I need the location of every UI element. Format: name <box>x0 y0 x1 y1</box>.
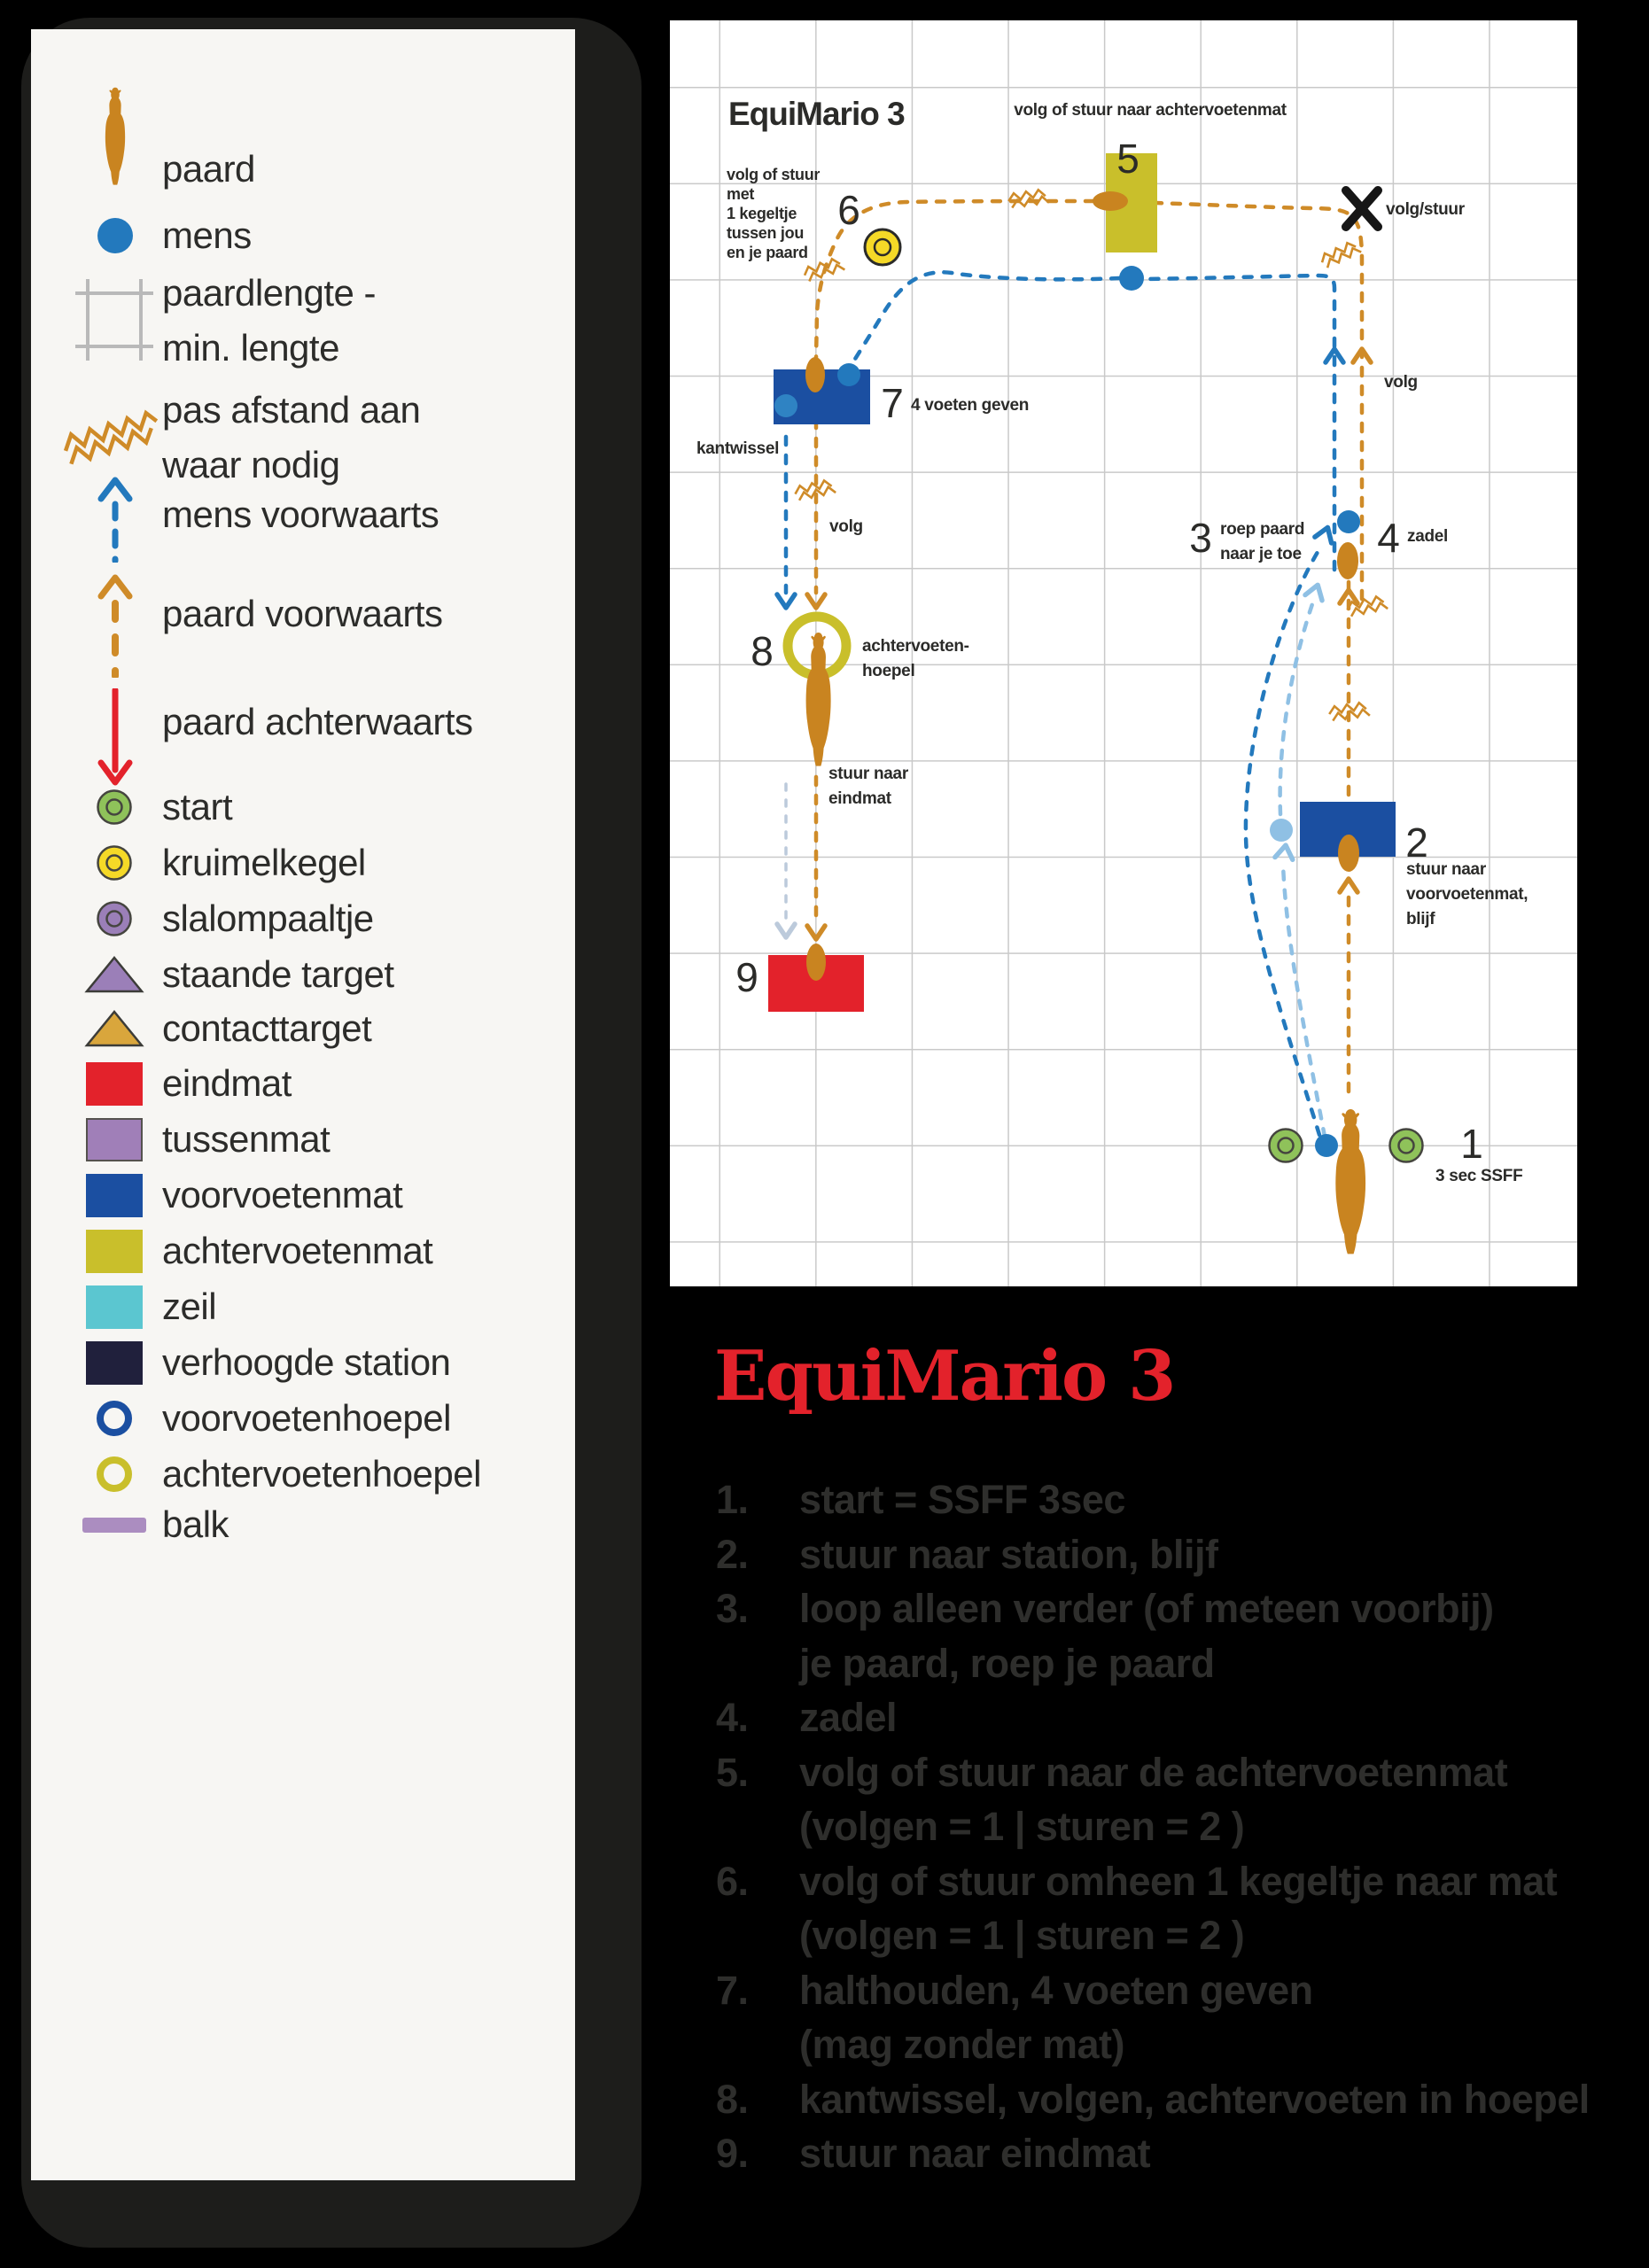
horse-path-dashed <box>813 198 1365 1104</box>
legend-label-staande-target: staande target <box>162 953 394 995</box>
label-kantwissel: kantwissel <box>696 439 779 458</box>
map-title: EquiMario 3 <box>728 96 905 132</box>
number-1: 1 <box>1460 1121 1483 1167</box>
horse-length-icon <box>75 279 153 365</box>
start-markers <box>1268 1128 1424 1163</box>
instruction-item-4: 4. zadel <box>716 1695 898 1740</box>
legend-label-voorvoetenmat: voorvoetenmat <box>162 1174 403 1216</box>
arrow-up-dashed-blue-icon <box>95 474 136 567</box>
end-mat-icon <box>86 1062 143 1106</box>
legend-label-slalompaaltje: slalompaaltje <box>162 897 374 939</box>
legend-label-zeil: zeil <box>162 1285 217 1327</box>
horse-icon <box>103 79 128 198</box>
label-volg-right: volg <box>1384 373 1418 392</box>
hind-feet-hoop-icon <box>94 1454 135 1499</box>
between-mat-icon <box>86 1118 143 1161</box>
instruction-item-1: 1. start = SSFF 3sec <box>716 1477 1125 1522</box>
contact-target-icon <box>84 1009 144 1052</box>
label-volg-left: volg <box>829 517 863 536</box>
number-3: 3 <box>1189 515 1212 561</box>
label-volg-stuur: volg/stuur <box>1386 200 1466 219</box>
crumb-cone-icon <box>95 843 134 887</box>
front-feet-mat-icon <box>86 1174 143 1217</box>
legend-label-verhoogde-station: verhoogde station <box>162 1341 451 1383</box>
horse-at-4 <box>1337 542 1358 579</box>
standing-target-icon <box>84 955 144 998</box>
instruction-item-7: 7. halthouden, 4 voeten geven(mag zonder… <box>716 1967 1313 2068</box>
label-start-note: 3 sec SSFF <box>1435 1167 1522 1185</box>
person-path-pale-dashed <box>1278 599 1327 1139</box>
legend-label-contacttarget: contacttarget <box>162 1007 372 1049</box>
person-icon <box>97 218 133 253</box>
legend-label-kruimelkegel: kruimelkegel <box>162 842 366 883</box>
legend-label-achtervoetenmat: achtervoetenmat <box>162 1230 433 1271</box>
legend-label-paard-achterwaarts: paard achterwaarts <box>162 701 473 742</box>
footer-title: EquiMario 3 <box>714 1336 1176 1417</box>
person-at-3 <box>1337 510 1360 533</box>
horse-at-mat7 <box>805 357 825 392</box>
person-at-mat7-left <box>774 394 797 417</box>
crumb-cone-6 <box>863 228 902 267</box>
instruction-item-3: 3. loop alleen verder (of meteen voorbij… <box>716 1586 1494 1686</box>
number-7: 7 <box>881 380 904 426</box>
label-step5: volg of stuur naar achtervoetenmat <box>1014 101 1287 120</box>
number-6: 6 <box>837 187 860 233</box>
x-mark-volg-stuur <box>1342 186 1382 231</box>
person-at-mat7-right <box>837 363 860 386</box>
instruction-item-9: 9. stuur naar eindmat <box>716 2131 1151 2176</box>
legend-label-start: start <box>162 786 233 827</box>
number-8: 8 <box>751 628 774 674</box>
number-4: 4 <box>1377 515 1400 561</box>
label-step3: roep paard naar je toe <box>1220 520 1309 563</box>
legend-label-balk: balk <box>162 1503 229 1545</box>
person-at-mat5 <box>1119 266 1144 291</box>
horse-at-mat9 <box>806 944 826 981</box>
legend-label-achtervoetenhoepel: achtervoetenhoepel <box>162 1453 481 1495</box>
legend-label-voorvoetenhoepel: voorvoetenhoepel <box>162 1397 451 1439</box>
instruction-list: 1. start = SSFF 3sec 2. stuur naar stati… <box>716 1472 1649 2181</box>
hind-feet-mat-icon <box>86 1230 143 1273</box>
horse-at-mat5 <box>1093 191 1128 211</box>
number-9: 9 <box>735 954 758 1000</box>
legend-panel: paard mens paardlengte -min. lengte <box>31 29 575 2180</box>
label-step2: stuur naar voorvoetenmat, blijf <box>1406 860 1532 928</box>
instruction-item-6: 6. volg of stuur omheen 1 kegeltje naar … <box>716 1858 1558 1959</box>
legend-label-mens: mens <box>162 214 252 256</box>
label-zadel: zadel <box>1407 527 1448 546</box>
legend-label-paardlengte: paardlengte -min. lengte <box>162 272 377 369</box>
arrow-down-solid-red-icon <box>95 687 136 794</box>
legend-label-mens-voorwaarts: mens voorwaarts <box>162 493 439 535</box>
label-cone-note: volg of stuur met 1 kegeltje tussen jou … <box>727 166 824 261</box>
start-marker-icon <box>95 788 134 831</box>
number-2: 2 <box>1405 819 1428 866</box>
course-map: EquiMario 3 volg of stuur naar achtervoe… <box>670 20 1577 1286</box>
instruction-item-2: 2. stuur naar station, blijf <box>716 1531 1218 1577</box>
legend-card: paard mens paardlengte -min. lengte <box>21 18 642 2248</box>
person-at-start <box>1315 1134 1338 1157</box>
sail-icon <box>86 1285 143 1329</box>
instruction-item-5: 5. volg of stuur naar de achtervoetenmat… <box>716 1749 1508 1850</box>
raised-station-icon <box>86 1341 143 1385</box>
label-stuur-eindmat: stuur naar eindmat <box>828 765 913 808</box>
horse-at-start <box>1335 1109 1366 1254</box>
zigzag-icon <box>58 396 164 471</box>
legend-label-paard-voorwaarts: paard voorwaarts <box>162 593 443 634</box>
arrow-up-dashed-orange-icon <box>95 571 136 682</box>
legend-label-eindmat: eindmat <box>162 1062 292 1104</box>
person-path-dashed <box>783 270 1337 1138</box>
instruction-item-8: 8. kantwissel, volgen, achtervoeten in h… <box>716 2076 1590 2122</box>
front-feet-hoop-icon <box>94 1398 135 1443</box>
horse-at-mat2 <box>1338 835 1359 872</box>
legend-label-tussenmat: tussenmat <box>162 1118 331 1160</box>
legend-label-paard: paard <box>162 148 255 190</box>
number-5: 5 <box>1116 136 1140 182</box>
horse-at-hoop-8 <box>805 632 831 766</box>
label-step7: 4 voeten geven <box>911 396 1029 415</box>
label-hoop: achtervoeten- hoepel <box>862 637 974 680</box>
person-at-mat2 <box>1270 819 1293 842</box>
slalom-pole-icon <box>95 899 134 943</box>
beam-icon <box>82 1518 146 1533</box>
